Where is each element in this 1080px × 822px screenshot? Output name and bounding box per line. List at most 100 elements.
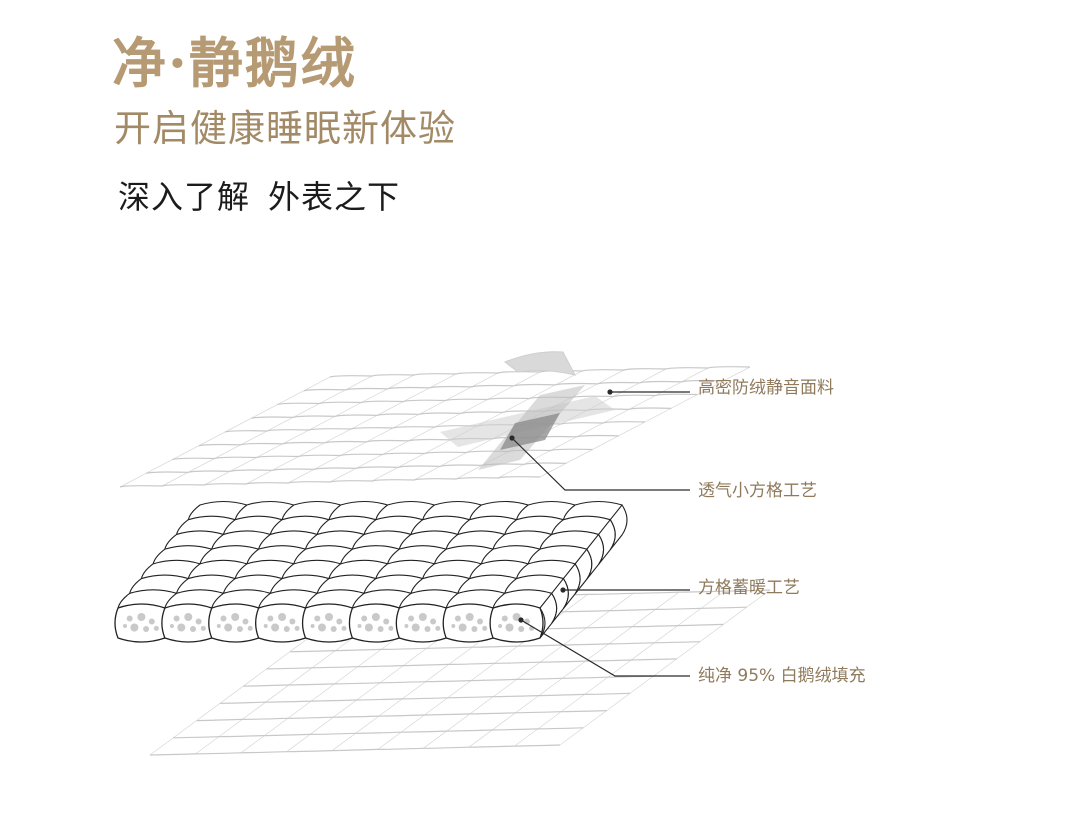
- down-fill-dot: [289, 618, 296, 625]
- bottom-fabric-seam: [514, 590, 725, 747]
- down-fill-dot: [224, 623, 233, 632]
- heading-right: 外表之下: [268, 178, 401, 216]
- down-fill-dot: [236, 626, 243, 632]
- down-fill-dot: [364, 623, 373, 632]
- down-fill-dot: [220, 615, 227, 622]
- leader-fill-dot: [518, 617, 524, 623]
- bottom-fabric-row: [196, 710, 607, 722]
- down-fill-dot: [271, 623, 280, 632]
- down-fill-dot: [418, 613, 427, 621]
- top-fabric-seam: [497, 367, 709, 479]
- heading-left: 深入了解: [118, 178, 251, 216]
- callout-leaders: [509, 389, 690, 677]
- fabric-fold-flap: [503, 351, 576, 376]
- down-fill-dot: [263, 624, 268, 628]
- down-fill-dot: [283, 626, 290, 632]
- leader-fill-line: [520, 619, 690, 677]
- down-fill-dot: [325, 613, 333, 621]
- leader-grid-line: [511, 437, 690, 491]
- callout-label-warm: 方格蓄暖工艺: [698, 578, 800, 598]
- down-fill-dot: [231, 613, 240, 621]
- grid-front-cushion: [161, 603, 216, 643]
- down-fill-dot: [123, 624, 127, 628]
- down-fill-dot: [184, 613, 193, 621]
- grid-front-cushion: [442, 603, 497, 643]
- bottom-fabric-row: [149, 744, 561, 756]
- down-fill-dot: [278, 613, 287, 621]
- callout-label-fabric: 高密防绒静音面料: [698, 378, 834, 398]
- leader-grid-dot: [509, 435, 515, 441]
- down-fill-dot: [411, 623, 420, 632]
- down-fill-dot: [435, 625, 441, 631]
- top-fabric-seam: [119, 376, 331, 488]
- grid-front-cushion: [301, 603, 357, 643]
- brand-subtitle: 开启健康睡眠新体验: [114, 107, 456, 150]
- down-fill-dot: [458, 623, 467, 632]
- down-fill-dot: [341, 625, 347, 631]
- callout-label-grid: 透气小方格工艺: [698, 481, 817, 501]
- down-fill-dot: [465, 613, 474, 621]
- down-fill-dot: [169, 624, 174, 628]
- grid-side-cushion: [609, 504, 628, 551]
- down-fill-dot: [336, 618, 343, 625]
- down-fill-dot: [404, 624, 409, 628]
- down-fill-dot: [388, 625, 394, 631]
- top-fabric-seam: [161, 375, 373, 487]
- down-fill-dot: [424, 626, 431, 632]
- down-fill-dot: [173, 615, 180, 622]
- down-fill-dot: [318, 623, 326, 632]
- down-fill-dot: [377, 626, 384, 632]
- down-fill-dot: [195, 618, 202, 625]
- top-fabric-layer: [119, 351, 751, 488]
- bottom-fabric-seam: [423, 593, 634, 749]
- leader-warm-dot: [560, 587, 566, 593]
- down-fill-dot: [371, 613, 380, 621]
- down-fill-dot: [314, 615, 321, 622]
- down-fill-dot: [200, 625, 206, 631]
- down-fill-dot: [430, 618, 437, 625]
- down-fill-dot: [454, 615, 461, 622]
- down-fill-dot: [130, 623, 139, 632]
- down-fill-dot: [512, 613, 521, 621]
- down-fill-dot: [148, 618, 155, 625]
- grid-front-cushion: [255, 603, 310, 643]
- leader-fabric-dot: [607, 389, 613, 395]
- top-fabric-seam: [287, 372, 499, 484]
- down-fill-dot: [310, 624, 315, 628]
- section-heading: 深入了解外表之下: [118, 178, 400, 216]
- top-fabric-seam: [539, 366, 751, 478]
- bottom-fabric-row: [173, 727, 584, 739]
- down-fill-dot: [267, 615, 274, 622]
- down-fill-dot: [505, 623, 514, 632]
- warm-grid-layer: [114, 500, 628, 643]
- down-fill-dot: [518, 626, 525, 632]
- down-fill-dot: [498, 624, 503, 628]
- grid-front-cushion: [489, 603, 544, 643]
- top-fabric-seam: [329, 371, 541, 483]
- down-fill-dot: [247, 625, 253, 631]
- down-fill-dot: [190, 626, 196, 632]
- down-fill-dot: [242, 618, 249, 625]
- down-fill-dot: [383, 618, 390, 625]
- down-fill-dot: [126, 615, 133, 622]
- grid-front-cushion: [114, 603, 169, 643]
- down-fill-dot: [153, 625, 159, 631]
- brand-title: 净·静鹅绒: [112, 31, 357, 95]
- down-fill-dot: [216, 624, 221, 628]
- down-fill-dot: [357, 624, 362, 628]
- down-fill-dot: [482, 625, 488, 631]
- down-fill-dot: [471, 626, 478, 632]
- bottom-fabric-row: [243, 675, 654, 687]
- down-fill-dot: [143, 626, 150, 632]
- down-fill-dot: [294, 625, 300, 631]
- grid-front-cushion: [395, 603, 450, 643]
- bottom-fabric-row: [289, 641, 701, 653]
- bottom-fabric-row: [219, 692, 631, 704]
- down-fill-dot: [501, 615, 508, 622]
- down-fill-dot: [330, 626, 337, 632]
- bottom-fabric-seam: [559, 589, 771, 746]
- grid-front-cushion: [348, 603, 403, 643]
- top-fabric-seam: [203, 374, 415, 486]
- callout-label-fill: 纯净 95% 白鹅绒填充: [698, 666, 866, 686]
